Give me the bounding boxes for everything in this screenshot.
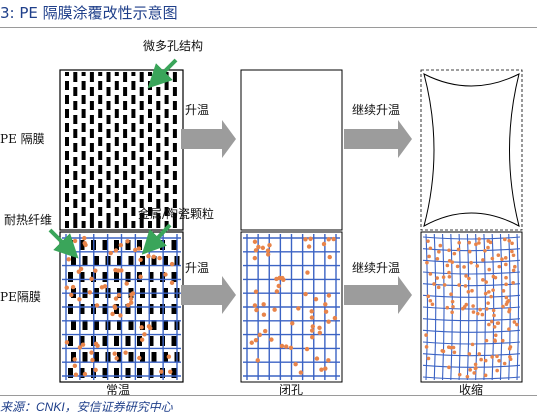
label-continue-heat-bottom: 继续升温 <box>352 261 400 275</box>
arrow-continue-heat-bottom <box>344 276 412 314</box>
pore-closed-membrane <box>240 231 343 383</box>
callout-arrow-particles <box>141 223 172 255</box>
figure-title: 3: PE 隔膜涂覆改性示意图 <box>0 4 178 22</box>
label-metal-ceramic-particles: 金属/陶瓷颗粒 <box>138 206 214 221</box>
label-pore-close: 闭孔 <box>279 383 303 395</box>
label-micropore: 微多孔结构 <box>143 38 203 53</box>
callout-arrow-fiber <box>48 228 79 259</box>
callout-arrow-micropore <box>147 58 178 89</box>
shrunk-coated-membrane <box>420 231 523 383</box>
label-heat-up-top: 升温 <box>185 103 209 117</box>
pe-microporous-membrane <box>59 69 184 231</box>
coating-diagram: 升温 继续升温 微多孔结构 PE 隔膜 升温 继续升温 耐热纤维 金属/陶瓷颗粒… <box>0 38 523 395</box>
shrunk-fiber-pattern <box>422 233 521 381</box>
title-divider <box>0 27 537 28</box>
coated-fiber-pattern <box>62 234 181 380</box>
shrunk-membrane-outline <box>420 69 523 231</box>
label-heat-up-bottom: 升温 <box>185 261 209 275</box>
source-note: 来源：CNKI，安信证券研究中心 <box>0 400 173 414</box>
source-divider <box>0 395 537 396</box>
arrow-heat-up-top <box>181 120 236 158</box>
micropore-pattern <box>64 72 178 228</box>
heated-membrane-blank <box>240 69 343 231</box>
label-pe-membrane-top: PE 隔膜 <box>0 132 45 146</box>
arrow-continue-heat-top <box>344 120 412 158</box>
label-shrink: 收缩 <box>459 382 483 395</box>
coated-pe-membrane <box>59 231 184 383</box>
label-room-temp: 常温 <box>106 383 130 395</box>
label-heat-resistant-fiber: 耐热纤维 <box>4 213 52 227</box>
closed-pore-pattern <box>243 234 340 380</box>
label-pe-membrane-bottom: PE隔膜 <box>0 290 41 304</box>
arrow-heat-up-bottom <box>181 276 236 314</box>
label-continue-heat-top: 继续升温 <box>352 103 400 117</box>
